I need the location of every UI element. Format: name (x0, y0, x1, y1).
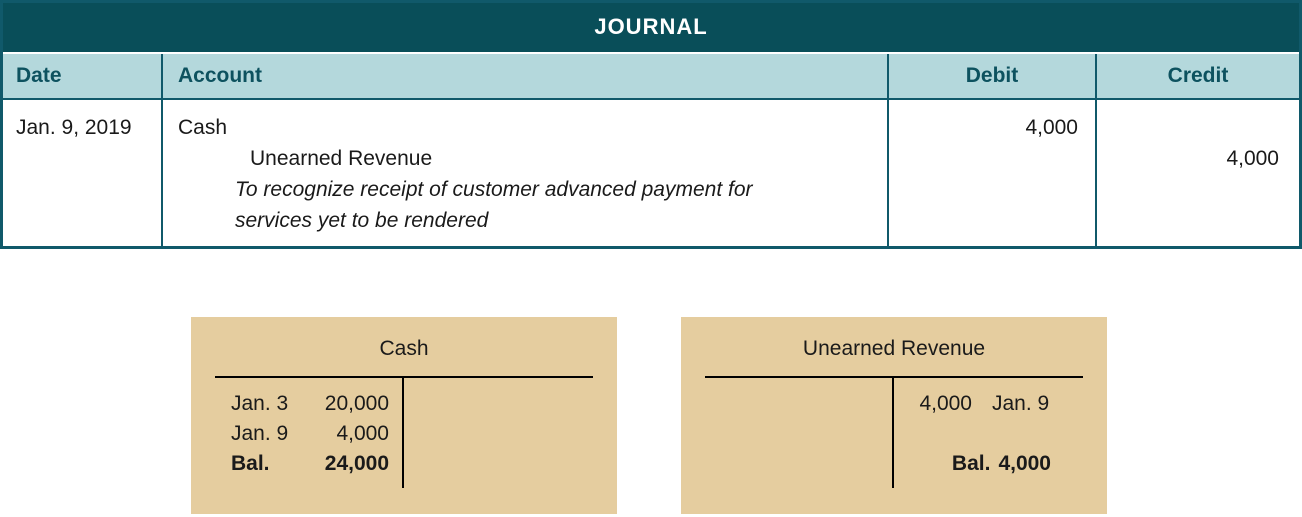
entry-date-label: Jan. 3 (231, 392, 289, 415)
entry-account-cell: Cash Unearned Revenue To recognize recei… (161, 100, 887, 246)
t-account-balance-row: Bal. 4,000 (908, 449, 1083, 479)
t-account-row: Jan. 3 20,000 (231, 389, 389, 419)
t-account-unearned-revenue: Unearned Revenue 4,000 Jan. 9 Bal. 4,000 (681, 317, 1107, 514)
t-account-unearned-revenue-t: 4,000 Jan. 9 Bal. 4,000 (705, 376, 1083, 488)
t-account-empty-row (908, 419, 1083, 449)
journal-header-row: Date Account Debit Credit (3, 54, 1299, 100)
t-account-cash: Cash Jan. 3 20,000 Jan. 9 4,000 Bal. 24,… (191, 317, 617, 514)
column-header-date: Date (16, 64, 62, 87)
t-account-cash-credit-side (404, 378, 593, 488)
entry-date-label: Jan. 9 (992, 392, 1050, 415)
entry-credit-amount: 4,000 (1095, 100, 1299, 246)
column-header-account: Account (161, 54, 887, 98)
journal-entry-row: Jan. 9, 2019 Cash Unearned Revenue To re… (3, 100, 1299, 246)
balance-amount: 4,000 (998, 452, 1051, 475)
column-header-credit: Credit (1095, 54, 1299, 98)
entry-amount: 20,000 (324, 392, 389, 415)
balance-amount: 24,000 (324, 452, 389, 475)
t-account-row: 4,000 Jan. 9 (908, 389, 1083, 419)
column-header-debit: Debit (887, 54, 1095, 98)
t-account-cash-debit-side: Jan. 3 20,000 Jan. 9 4,000 Bal. 24,000 (215, 378, 404, 488)
balance-label: Bal. (951, 452, 991, 475)
entry-amount: 4,000 (919, 392, 972, 415)
t-account-unearned-revenue-debit-side (705, 378, 894, 488)
t-account-unearned-revenue-title: Unearned Revenue (802, 337, 986, 360)
t-account-row: Jan. 9 4,000 (231, 419, 389, 449)
entry-date-label: Jan. 9 (231, 422, 289, 445)
entry-credit-account: Unearned Revenue (250, 147, 433, 170)
journal-table-title: JOURNAL (3, 3, 1299, 54)
balance-label: Bal. (231, 452, 270, 475)
t-account-cash-title: Cash (379, 337, 429, 360)
t-account-unearned-revenue-credit-side: 4,000 Jan. 9 Bal. 4,000 (894, 378, 1083, 488)
t-accounts-section: Cash Jan. 3 20,000 Jan. 9 4,000 Bal. 24,… (191, 317, 1302, 514)
entry-debit-amount: 4,000 (887, 100, 1095, 246)
entry-date: Jan. 9, 2019 (16, 116, 132, 139)
entry-debit-account: Cash (178, 116, 228, 139)
t-account-cash-t: Jan. 3 20,000 Jan. 9 4,000 Bal. 24,000 (215, 376, 593, 488)
entry-amount: 4,000 (336, 422, 389, 445)
entry-description: To recognize receipt of customer advance… (235, 178, 753, 232)
t-account-balance-row: Bal. 24,000 (231, 449, 389, 479)
journal-table: JOURNAL Date Account Debit Credit Jan. 9… (0, 0, 1302, 249)
